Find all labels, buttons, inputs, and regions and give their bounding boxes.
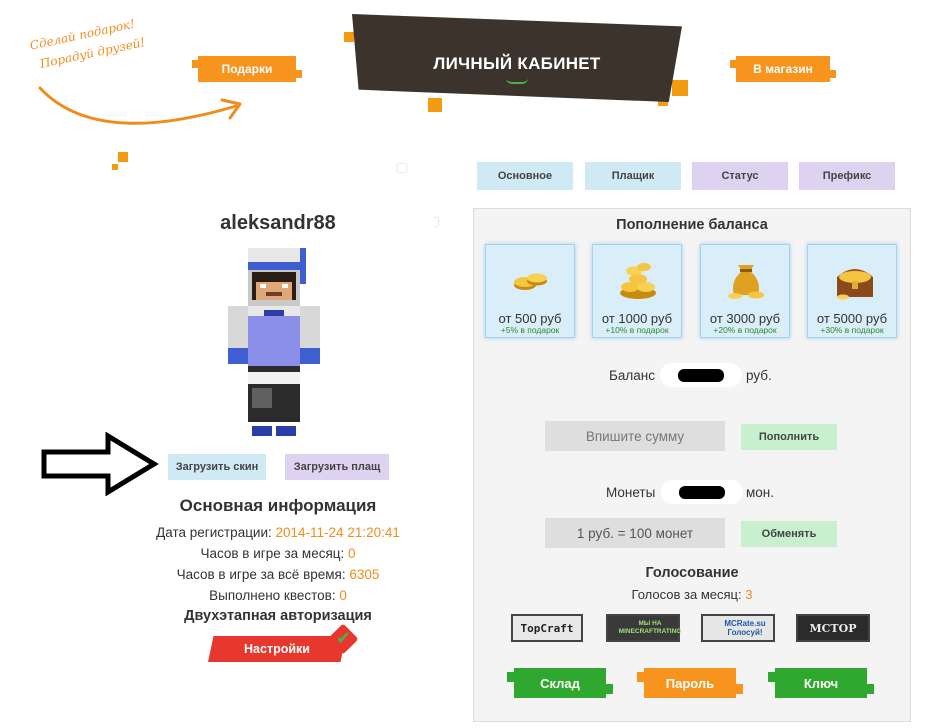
- tab-main[interactable]: Основное: [477, 162, 573, 190]
- balance-value-redacted: [660, 363, 742, 387]
- info-value: 6305: [349, 567, 380, 582]
- coins-pile-icon: [620, 263, 656, 299]
- vote-minecraftrating-button[interactable]: МЫ НА MINECRAFTRATING: [606, 614, 682, 642]
- voting-title: Голосование: [645, 565, 739, 581]
- coins-unit: мон.: [746, 485, 774, 500]
- info-row-registration: Дата регистрации: 2014-11-24 21:20:41: [122, 525, 434, 540]
- info-value: 0: [348, 546, 356, 561]
- exchange-button[interactable]: Обменять: [741, 521, 837, 547]
- topup-button[interactable]: Пополнить: [741, 424, 837, 450]
- settings-button[interactable]: Настройки: [208, 636, 346, 662]
- package-bonus: +30% в подарок: [820, 325, 884, 335]
- info-row-hours-total: Часов в игре за всё время: 6305: [122, 567, 434, 582]
- info-value: 0: [339, 588, 347, 603]
- info-title: Основная информация: [179, 496, 377, 515]
- username: aleksandr88: [220, 212, 336, 234]
- info-row-hours-month: Часов в игре за месяц: 0: [122, 546, 434, 561]
- decor-pixel: [430, 218, 438, 226]
- upload-skin-button[interactable]: Загрузить скин: [168, 454, 266, 480]
- shop-button[interactable]: В магазин: [730, 56, 836, 82]
- gifts-button[interactable]: Подарки: [192, 56, 302, 82]
- password-button[interactable]: Пароль: [637, 668, 743, 698]
- decor-pixel: [398, 164, 406, 172]
- vote-mcrate-button[interactable]: MCRate.su Голосуй!: [701, 614, 775, 642]
- gift-note: Сделай подарок! Порадуй друзей!: [28, 12, 147, 75]
- title-underline: [506, 78, 528, 84]
- warehouse-button[interactable]: Склад: [507, 668, 613, 698]
- info-label: Выполнено квестов:: [209, 588, 340, 603]
- skin-preview-icon: [228, 248, 320, 440]
- pointer-arrow-icon: [41, 432, 159, 496]
- coins-label: Монеты: [606, 485, 656, 500]
- topup-package-500[interactable]: от 500 руб +5% в подарок: [485, 244, 575, 338]
- topup-package-5000[interactable]: от 5000 руб +30% в подарок: [807, 244, 897, 338]
- page-title: ЛИЧНЫЙ КАБИНЕТ: [433, 54, 601, 73]
- package-label: от 5000 руб: [816, 311, 888, 326]
- decor-pixel: [672, 80, 688, 96]
- package-label: от 1000 руб: [601, 311, 673, 326]
- topup-package-3000[interactable]: от 3000 руб +20% в подарок: [700, 244, 790, 338]
- info-label: Дата регистрации:: [156, 525, 276, 540]
- coins-small-icon: [514, 273, 547, 290]
- decor-pixel: [112, 164, 118, 170]
- vote-mctop-button[interactable]: MCTOP: [796, 614, 870, 642]
- checkmark-icon: ✔: [336, 628, 352, 648]
- balance-label: Баланс: [609, 368, 655, 383]
- topup-package-1000[interactable]: от 1000 руб +10% в подарок: [592, 244, 682, 338]
- key-button[interactable]: Ключ: [768, 668, 874, 698]
- vote-site-label: MCRate.su Голосуй!: [724, 619, 766, 637]
- tab-status[interactable]: Статус: [692, 162, 788, 190]
- balance-title: Пополнение баланса: [616, 217, 768, 233]
- decor-pixel: [344, 32, 354, 42]
- votes-label: Голосов за месяц:: [631, 587, 746, 602]
- vote-topcraft-button[interactable]: TopCraft: [511, 614, 583, 642]
- balance-unit: руб.: [746, 368, 772, 383]
- upload-cloak-button[interactable]: Загрузить плащ: [285, 454, 389, 480]
- package-label: от 500 руб: [498, 311, 562, 326]
- money-bag-icon: [728, 265, 764, 299]
- vote-site-label: MCTOP: [809, 621, 857, 635]
- twofa-title: Двухэтапная авторизация: [184, 608, 372, 624]
- vote-site-label: МЫ НА MINECRAFTRATING: [618, 620, 682, 635]
- package-label: от 3000 руб: [709, 311, 781, 326]
- curved-arrow-icon: [38, 86, 242, 125]
- package-bonus: +10% в подарок: [605, 325, 669, 335]
- vote-site-label: TopCraft: [520, 621, 574, 635]
- package-bonus: +20% в подарок: [713, 325, 777, 335]
- package-bonus: +5% в подарок: [500, 325, 560, 335]
- exchange-rate: 1 руб. = 100 монет: [545, 518, 725, 548]
- info-label: Часов в игре за всё время:: [176, 567, 350, 582]
- coins-value-redacted: [661, 480, 743, 504]
- decor-pixel: [428, 98, 442, 112]
- tab-cloak[interactable]: Плащик: [585, 162, 681, 190]
- info-value: 2014-11-24 21:20:41: [275, 525, 400, 540]
- treasure-chest-icon: [837, 269, 873, 300]
- info-label: Часов в игре за месяц:: [200, 546, 348, 561]
- decor-pixel: [118, 152, 128, 162]
- amount-input[interactable]: [545, 421, 725, 451]
- tab-prefix[interactable]: Префикс: [799, 162, 895, 190]
- header-banner: [352, 14, 682, 102]
- info-row-quests: Выполнено квестов: 0: [122, 588, 434, 603]
- votes-count: Голосов за месяц: 3: [473, 587, 911, 602]
- votes-value: 3: [745, 587, 753, 602]
